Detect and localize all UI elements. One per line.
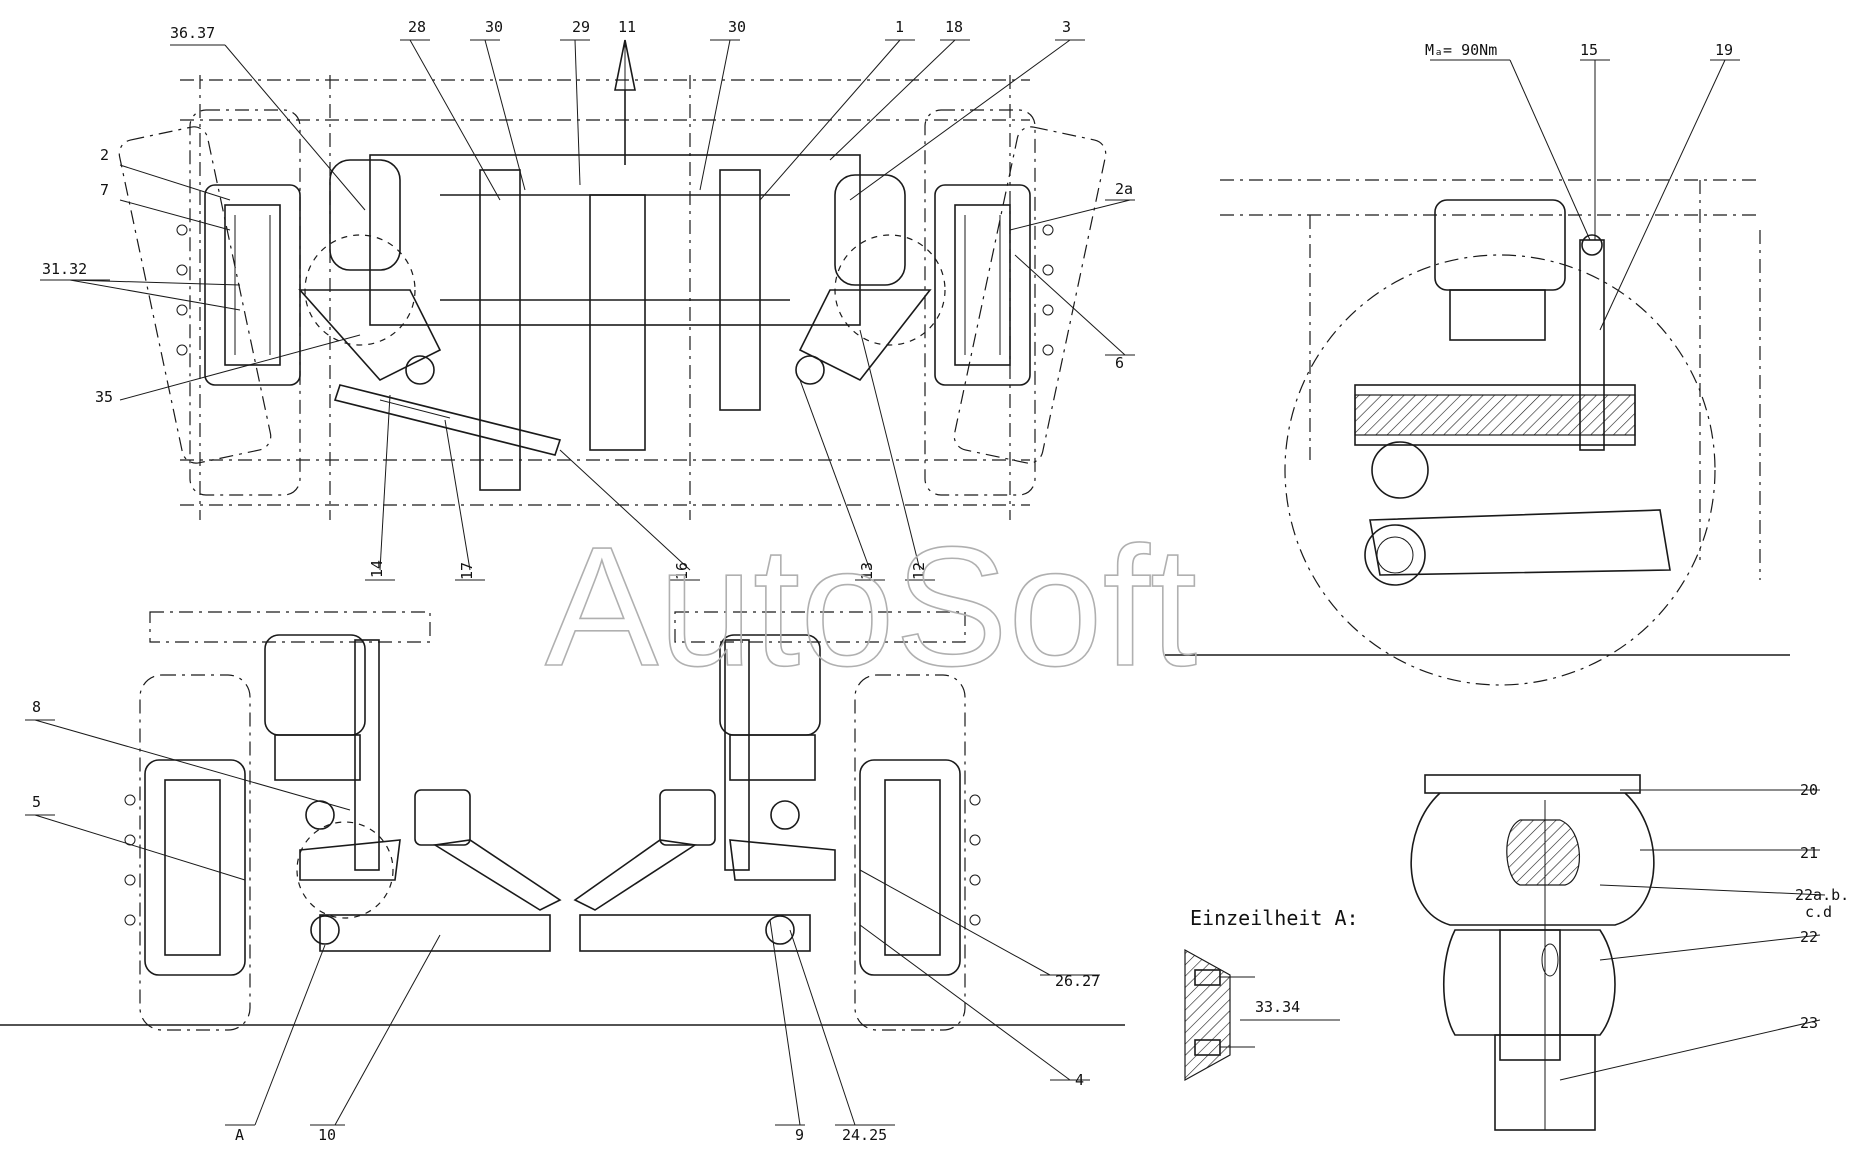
label-1: 1	[895, 18, 904, 36]
label-2: 2	[100, 146, 109, 164]
label-21: 21	[1800, 844, 1818, 862]
label-30b: 30	[728, 18, 746, 36]
watermark: AutoSoft	[545, 512, 1197, 702]
detail-a-title: Einzeilheit A:	[1190, 906, 1359, 930]
label-19: 19	[1715, 41, 1733, 59]
label-8: 8	[32, 698, 41, 716]
label-35: 35	[95, 388, 113, 406]
label-10: 10	[318, 1126, 336, 1144]
part-labels: 36.37 28 30 29 11 30 1 18 3 2 7 31.32 35…	[32, 18, 1849, 1144]
label-30a: 30	[485, 18, 503, 36]
label-28: 28	[408, 18, 426, 36]
front-view-leaders	[25, 719, 1100, 1126]
label-A: A	[235, 1126, 244, 1144]
label-6: 6	[1115, 354, 1124, 372]
label-15: 15	[1580, 41, 1598, 59]
air-spring-section	[1410, 774, 1655, 1131]
label-26-27: 26.27	[1055, 972, 1100, 990]
label-36-37: 36.37	[170, 24, 215, 42]
label-3: 3	[1062, 18, 1071, 36]
label-31-32: 31.32	[42, 260, 87, 278]
left-wheel-bolts	[176, 224, 188, 356]
top-view	[118, 39, 1107, 520]
torque-note: Mₐ= 90Nm	[1425, 41, 1497, 59]
label-4: 4	[1075, 1071, 1084, 1089]
side-view	[1165, 179, 1790, 686]
label-7: 7	[100, 181, 109, 199]
label-22abcd-line2: c.d	[1805, 903, 1832, 921]
label-23: 23	[1800, 1014, 1818, 1032]
label-13: 13	[858, 562, 876, 580]
front-view	[0, 611, 1125, 1031]
label-33-34: 33.34	[1255, 998, 1300, 1016]
label-24-25: 24.25	[842, 1126, 887, 1144]
label-12: 12	[910, 562, 928, 580]
label-18: 18	[945, 18, 963, 36]
label-11: 11	[618, 18, 636, 36]
label-17: 17	[458, 562, 476, 580]
label-20: 20	[1800, 781, 1818, 799]
detail-a	[1184, 948, 1340, 1082]
label-14: 14	[368, 560, 386, 578]
top-view-leaders	[40, 39, 1135, 581]
label-22abcd-line1: 22a.b.	[1795, 886, 1849, 904]
label-2a: 2a	[1115, 180, 1133, 198]
air-spring-leaders	[1559, 789, 1826, 1081]
label-5: 5	[32, 793, 41, 811]
label-9: 9	[795, 1126, 804, 1144]
right-wheel-bolts	[1042, 224, 1054, 356]
side-view-leaders	[1430, 59, 1740, 331]
label-22: 22	[1800, 928, 1818, 946]
label-29: 29	[572, 18, 590, 36]
label-16: 16	[673, 562, 691, 580]
